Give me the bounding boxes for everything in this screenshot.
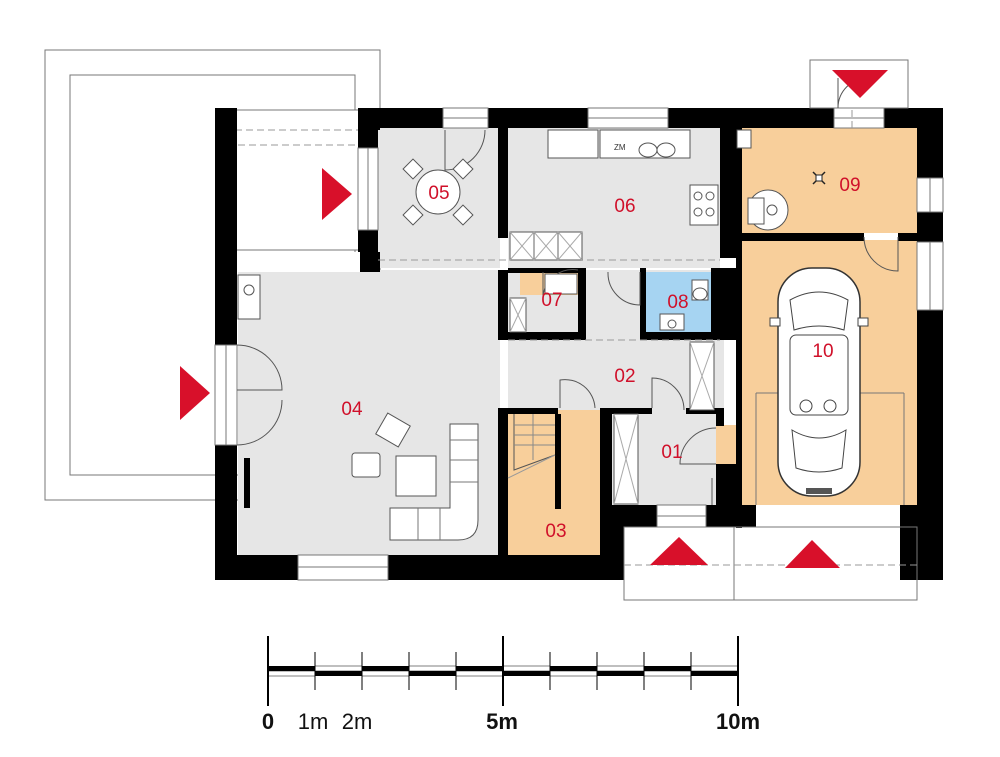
scale-segment [315, 671, 362, 676]
scale-segment-blank [596, 665, 645, 672]
scale-segment [691, 671, 738, 676]
scale-label-2m: 2m [342, 709, 373, 734]
room-label-10: 10 [812, 341, 833, 362]
scale-segment [550, 666, 597, 671]
kitchen: ZM [509, 129, 719, 333]
room-label-05: 05 [428, 183, 449, 204]
scale-segment-blank [314, 665, 363, 672]
room-labels: 01 02 03 04 05 06 07 08 09 10 [341, 175, 860, 542]
dining-set [402, 158, 474, 226]
wardrobes [613, 341, 715, 505]
room-label-03: 03 [545, 521, 566, 542]
boiler-room-fixtures [736, 129, 789, 231]
scale-segment-blank [455, 670, 504, 677]
scale-segment [362, 666, 409, 671]
room-label-07: 07 [541, 290, 562, 311]
entrance-arrow-icon [832, 70, 888, 98]
bathroom-fixtures [659, 279, 709, 331]
entrance-arrow-icon [785, 540, 840, 568]
staircase [507, 414, 561, 509]
scale-segment [409, 671, 456, 676]
scale-segment [503, 671, 550, 676]
entrance-arrow-icon [650, 537, 708, 565]
scale-segment [597, 671, 644, 676]
living-furniture [237, 274, 479, 541]
room-label-08: 08 [667, 292, 688, 313]
room-label-02: 02 [614, 366, 635, 387]
terrace [44, 49, 381, 501]
room-label-09: 09 [839, 175, 860, 196]
scale-segment-blank [267, 670, 316, 677]
scale-label-10m: 10m [716, 709, 760, 734]
entrance-arrow-icon [180, 366, 210, 420]
washing-machine-label: ZM [614, 143, 626, 152]
scale-segment-blank [502, 665, 551, 672]
scale-segment-blank [690, 665, 739, 672]
stove-icon [689, 184, 719, 226]
scale-segment [268, 666, 315, 671]
room-label-01: 01 [661, 442, 682, 463]
ceiling-light-icon [812, 171, 826, 185]
scale-segment [644, 666, 691, 671]
scale-segment-blank [361, 670, 410, 677]
scale-label-5m: 5m [486, 709, 518, 734]
room-label-04: 04 [341, 399, 363, 420]
scale-label-1m: 1m [298, 709, 329, 734]
scale-bar-labels: 0 1m 2m 5m 10m [262, 709, 760, 734]
entrance-arrow-icon [322, 168, 352, 220]
windows [214, 107, 944, 581]
scale-label-0: 0 [262, 709, 274, 734]
porch [623, 59, 918, 601]
scale-segment [456, 666, 503, 671]
scale-bar [267, 636, 739, 706]
scale-segment-blank [549, 670, 598, 677]
doors [236, 77, 899, 505]
scale-segment-blank [408, 665, 457, 672]
car-icon [769, 267, 869, 497]
scale-segment-blank [643, 670, 692, 677]
room-label-06: 06 [614, 196, 635, 217]
